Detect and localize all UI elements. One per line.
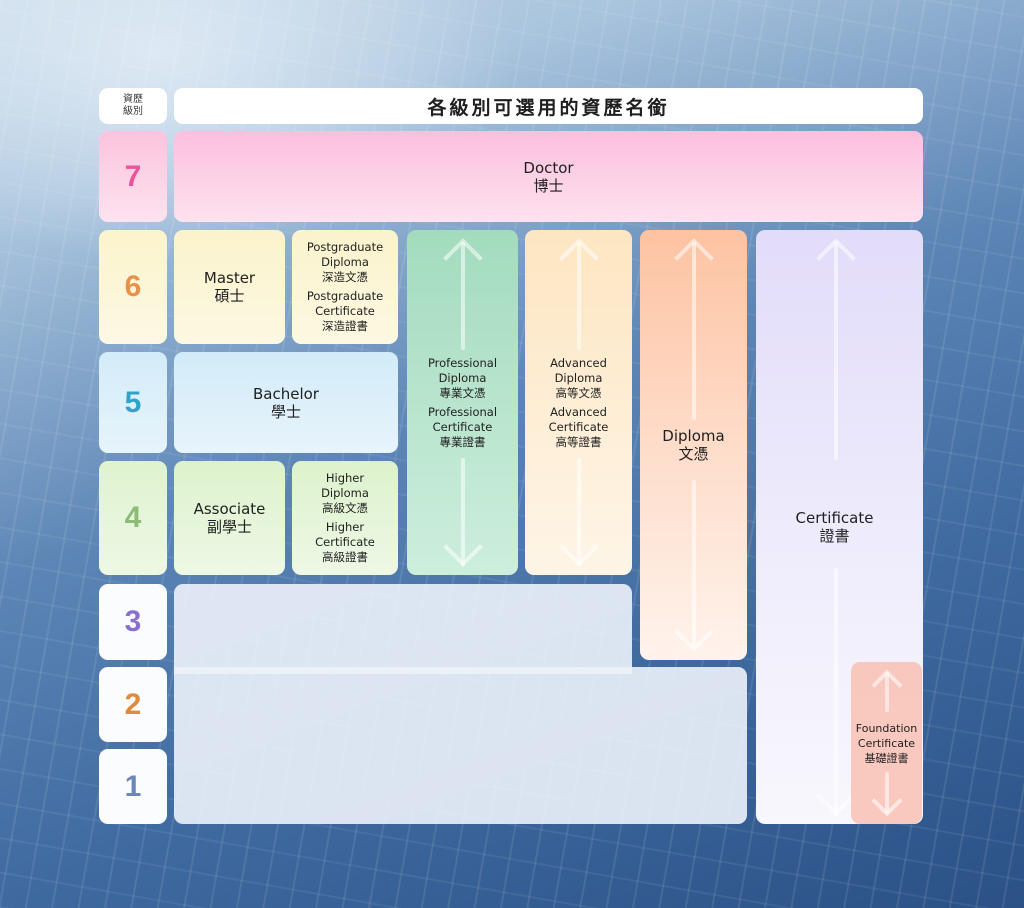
bachelor-en: Bachelor <box>253 384 319 403</box>
page-title: 各級別可選用的資歷名銜 <box>174 88 923 124</box>
arrow-down-icon <box>558 527 599 567</box>
empty-area-level-3 <box>174 584 632 674</box>
advanced-diploma-en: Advanced Diploma <box>550 355 607 385</box>
higher-diploma-zh: 高級文憑 <box>322 501 368 515</box>
level-3: 3 <box>99 584 167 660</box>
arrow-shaft <box>460 458 465 566</box>
level-7: 7 <box>99 131 167 222</box>
arrow-shaft <box>460 242 465 350</box>
professional-diploma-zh: 專業文憑 <box>439 385 486 400</box>
higher-certificate-zh: 高級證書 <box>322 550 368 564</box>
advanced-diploma-zh: 高等文憑 <box>555 385 602 400</box>
certificate-en: Certificate <box>795 509 874 527</box>
level-number: 2 <box>124 687 142 721</box>
arrow-shaft <box>691 480 696 648</box>
advanced-certificate-zh: 高等證書 <box>555 434 602 449</box>
level-number: 5 <box>124 385 142 419</box>
level-2: 2 <box>99 667 167 742</box>
arrow-down-icon <box>442 527 483 567</box>
level-4: 4 <box>99 461 167 575</box>
diploma-box: Diploma 文憑 <box>640 230 747 660</box>
level-number: 4 <box>124 501 142 534</box>
advanced-box: Advanced Diploma 高等文憑 Advanced Certifica… <box>525 230 632 575</box>
level-number: 6 <box>124 270 142 303</box>
level-header-line1: 資歷 <box>123 94 143 105</box>
level-header-line2: 級別 <box>123 106 143 117</box>
professional-diploma-en: Professional Diploma <box>427 355 498 385</box>
level-1: 1 <box>99 749 167 824</box>
arrow-shaft <box>884 772 889 814</box>
doctor-en: Doctor <box>523 158 574 177</box>
foundation-certificate-box: Foundation Certificate 基礎證書 <box>851 662 922 824</box>
level-number: 7 <box>124 159 142 193</box>
bachelor-box: Bachelor 學士 <box>174 352 398 453</box>
foundation-en: Foundation Certificate <box>855 721 918 750</box>
diploma-zh: 文憑 <box>678 445 709 463</box>
foundation-zh: 基礎證書 <box>864 751 909 765</box>
professional-certificate-en: Professional Certificate <box>427 404 498 434</box>
associate-en: Associate <box>193 500 266 518</box>
master-box: Master 碩士 <box>174 230 285 344</box>
arrow-down-icon <box>870 785 903 817</box>
doctor-box: Doctor 博士 <box>174 131 923 222</box>
pg-diploma-zh: 深造文憑 <box>322 270 368 284</box>
page-title-text: 各級別可選用的資歷名銜 <box>427 96 670 119</box>
professional-certificate-zh: 專業證書 <box>439 434 486 449</box>
master-zh: 碩士 <box>214 287 245 305</box>
postgraduate-box: Postgraduate Diploma 深造文憑 Postgraduate C… <box>292 230 398 344</box>
empty-area-levels-1-2 <box>174 667 747 824</box>
arrow-down-icon <box>816 776 856 816</box>
arrow-down-icon <box>673 612 714 652</box>
arrow-shaft <box>691 242 696 420</box>
level-number: 1 <box>124 769 142 803</box>
higher-certificate-en: Higher Certificate <box>315 520 375 549</box>
level-6: 6 <box>99 230 167 344</box>
pg-certificate-en: Postgraduate Certificate <box>306 289 384 318</box>
higher-diploma-en: Higher Diploma <box>321 471 369 500</box>
level-header: 資歷 級別 <box>99 88 167 124</box>
arrow-shaft <box>884 672 889 712</box>
arrow-shaft <box>576 458 581 566</box>
bachelor-zh: 學士 <box>270 402 301 421</box>
arrow-shaft <box>834 242 838 460</box>
pg-diploma-en: Postgraduate Diploma <box>306 240 384 269</box>
professional-box: Professional Diploma 專業文憑 Professional C… <box>407 230 518 575</box>
certificate-zh: 證書 <box>819 527 850 545</box>
higher-box: Higher Diploma 高級文憑 Higher Certificate 高… <box>292 461 398 575</box>
arrow-shaft <box>834 568 838 816</box>
master-en: Master <box>203 269 256 287</box>
associate-box: Associate 副學士 <box>174 461 285 575</box>
doctor-zh: 博士 <box>533 176 564 195</box>
diploma-en: Diploma <box>662 427 725 445</box>
level-number: 3 <box>124 605 142 638</box>
advanced-certificate-en: Advanced Certificate <box>548 404 609 434</box>
arrow-shaft <box>576 242 581 350</box>
level-5: 5 <box>99 352 167 453</box>
pg-certificate-zh: 深造證書 <box>322 319 368 333</box>
associate-zh: 副學士 <box>206 518 252 536</box>
